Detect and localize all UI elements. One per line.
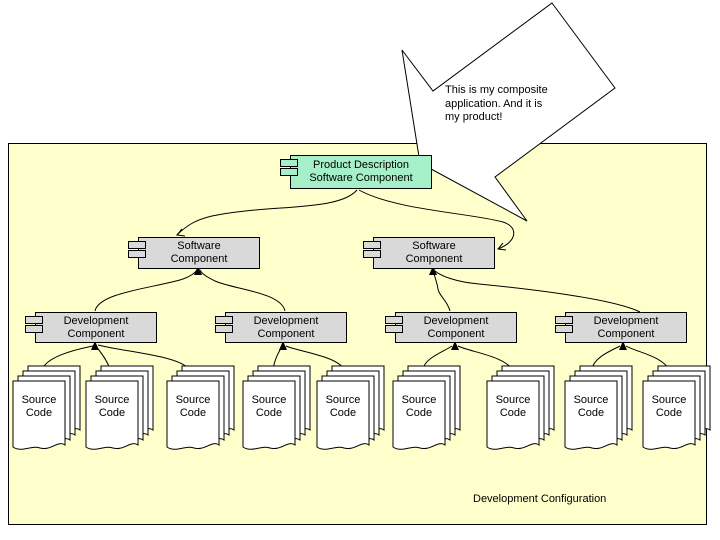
software-component-label: Software Component (405, 240, 463, 265)
development-component-label: Development Component (423, 314, 489, 340)
speech-bubble-text: This is my composite application. And it… (445, 84, 548, 123)
source-code-label: Source Code (573, 394, 609, 419)
development-component-label: Development Component (253, 314, 319, 340)
component-icon (363, 241, 381, 260)
source-code-label: Source Code (21, 394, 57, 419)
software-component-2: Software Component (363, 237, 495, 269)
arrowhead-into-dev1 (91, 341, 99, 350)
source-code-label: Source Code (651, 394, 687, 419)
development-component-2: Development Component (215, 312, 347, 343)
development-component-3: Development Component (385, 312, 517, 343)
software-component-label: Software Component (170, 240, 228, 265)
component-icon (385, 316, 403, 335)
source-code-label: Source Code (495, 394, 531, 419)
arrowhead-into-dev3 (451, 341, 459, 350)
development-configuration-label: Development Configuration (473, 493, 607, 505)
source-code-label: Source Code (175, 394, 211, 419)
connector-dev2-to-software-1 (199, 269, 286, 312)
development-component-1: Development Component (25, 312, 157, 343)
product-description-label: Product Description Software Component (309, 159, 413, 184)
arrowhead-into-software-2 (429, 266, 437, 275)
source-code-label: Source Code (401, 394, 437, 419)
connector-dev4-to-software-2 (434, 270, 641, 313)
connector-dev3-to-software-2 (432, 269, 451, 312)
product-description-component: Product Description Software Component (280, 155, 432, 189)
component-icon (128, 241, 146, 260)
arrowhead-software-2 (497, 242, 507, 251)
component-icon (280, 159, 298, 178)
source-code-label: Source Code (325, 394, 361, 419)
speech-bubble (401, 2, 616, 222)
software-component-1: Software Component (128, 237, 260, 269)
development-component-label: Development Component (63, 314, 129, 340)
development-component-label: Development Component (593, 314, 659, 340)
source-code-label: Source Code (94, 394, 130, 419)
arrowhead-software-1 (176, 228, 186, 237)
arrowhead-into-dev4 (619, 341, 627, 350)
connector-dev1-to-software-1 (94, 269, 198, 312)
arrowhead-into-software-1 (194, 266, 202, 275)
arrowhead-into-dev2 (279, 341, 287, 350)
development-component-4: Development Component (555, 312, 687, 343)
component-icon (215, 316, 233, 335)
source-code-label: Source Code (251, 394, 287, 419)
component-icon (25, 316, 43, 335)
connector-product-to-software-1 (176, 189, 358, 236)
component-icon (555, 316, 573, 335)
connector-product-to-software-2 (358, 189, 515, 250)
